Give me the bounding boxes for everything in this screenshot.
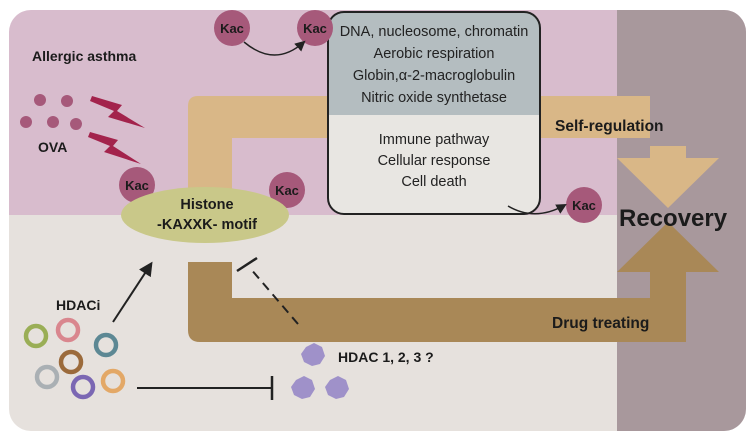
histone-label: Histone <box>180 197 233 213</box>
drug-treating-arrow <box>188 222 719 342</box>
kac-label-cell-death: Kac <box>572 198 596 213</box>
histone-ellipse <box>121 187 289 243</box>
ova-label: OVA <box>38 139 67 155</box>
drug-treating-label: Drug treating <box>552 315 649 332</box>
kac-circle-top-right <box>297 10 333 46</box>
box-upper-text-line: Aerobic respiration <box>374 46 495 62</box>
hdac-proteins <box>291 343 349 399</box>
hdaci-ring <box>70 374 96 400</box>
kac-circle-histone-left <box>119 167 155 203</box>
recovery-band <box>617 10 746 431</box>
hdac-dashed-inhibition-bar <box>236 256 258 273</box>
function-box-upper <box>328 12 540 115</box>
cell-death-curve-arrow <box>507 203 567 215</box>
hdac-protein-icon <box>325 376 349 399</box>
allergic-asthma-label: Allergic asthma <box>32 48 136 64</box>
kac-circle-histone-right <box>269 172 305 208</box>
hdaci-ring <box>23 323 49 349</box>
hdaci-ring <box>93 332 119 358</box>
hdaci-ring <box>100 368 126 394</box>
kac-circle-cell-death <box>566 187 602 223</box>
box-lower-text-line: Cell death <box>401 174 466 190</box>
box-lower-text-line: Cellular response <box>378 153 491 169</box>
hdaci-to-histone-arrow <box>112 261 153 323</box>
hdaci-ring <box>58 349 84 375</box>
ova-dot <box>61 95 73 107</box>
function-box-border <box>327 11 541 215</box>
hdac-protein-icon <box>301 343 325 366</box>
box-upper-text-line: DNA, nucleosome, chromatin <box>340 24 529 40</box>
hdaci-ring <box>34 364 60 390</box>
histone-motif-label: -KAXXK- motif <box>157 217 257 233</box>
kac-group: Kac Kac Kac Kac Kac <box>119 10 602 223</box>
ova-dot <box>20 116 32 128</box>
hdac-dashed-inhibition <box>249 267 299 325</box>
self-regulation-arrow <box>188 96 719 208</box>
hdaci-rings <box>23 317 126 400</box>
kac-label-histone-left: Kac <box>125 178 149 193</box>
self-regulation-label: Self-regulation <box>555 118 664 135</box>
kac-label-histone-right: Kac <box>275 183 299 198</box>
hdaci-label: HDACi <box>56 297 100 313</box>
box-lower-text-line: Immune pathway <box>379 132 490 148</box>
kac-label-top-right: Kac <box>303 21 327 36</box>
acetylation-curve-arrow <box>243 40 306 56</box>
box-upper-text-line: Globin,α-2-macroglobulin <box>353 68 515 84</box>
hdac-protein-icon <box>291 376 315 399</box>
kac-label-top-left: Kac <box>220 21 244 36</box>
hdac-label: HDAC 1, 2, 3 ? <box>338 349 434 365</box>
ova-dot <box>70 118 82 130</box>
kac-circle-top-left <box>214 10 250 46</box>
lightning-icon-lower <box>88 132 141 164</box>
ova-dots <box>20 94 82 130</box>
function-box-lower <box>328 115 540 214</box>
recovery-label: Recovery <box>619 205 728 232</box>
ova-dot <box>34 94 46 106</box>
hdaci-ring <box>55 317 81 343</box>
lightning-icon-upper <box>90 96 145 128</box>
ova-dot <box>47 116 59 128</box>
box-upper-text-line: Nitric oxide synthetase <box>361 90 507 106</box>
